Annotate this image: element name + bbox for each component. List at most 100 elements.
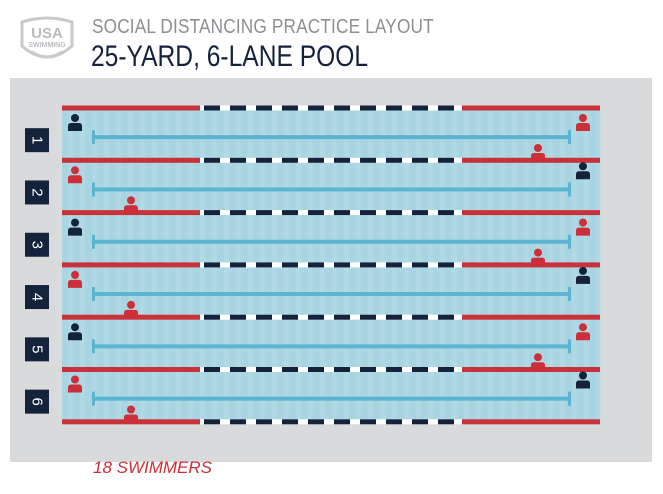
- lane-rope-red-left: [62, 367, 200, 372]
- lane-number-block: [25, 389, 49, 414]
- lane-floor-t-right: [568, 287, 571, 302]
- lane-rope-navy-segment: [386, 157, 402, 163]
- lane-rope-navy-segment: [308, 367, 324, 372]
- usa-swimming-logo: USA SWIMMING: [20, 16, 74, 59]
- lane-floor-t-left: [92, 391, 95, 406]
- lane-rope-navy-segment: [334, 314, 350, 320]
- logo-text-swimming: SWIMMING: [28, 42, 66, 49]
- lane-rope-white: [200, 105, 462, 111]
- lane-rope-navy-segment: [256, 419, 272, 425]
- lane-number-label: 2: [29, 188, 46, 196]
- lane-floor-line: [93, 135, 570, 140]
- lane-rope-navy-segment: [230, 210, 246, 216]
- swimmer-icon: [68, 114, 82, 131]
- page-title: 25-YARD, 6-LANE POOL: [91, 40, 369, 73]
- lane-rope-navy-segment: [386, 262, 402, 268]
- lane-rope-navy-segment: [360, 105, 376, 111]
- swimmer-icon: [576, 371, 590, 389]
- lane-rope-navy-segment: [204, 419, 220, 425]
- lane-floor-t-right: [568, 339, 571, 354]
- lane-rope-navy-segment: [412, 314, 428, 320]
- lane-number-block: [25, 128, 49, 153]
- lane-rope-navy-segment: [334, 262, 350, 268]
- lane-rope-navy-segment: [308, 210, 324, 216]
- lane-rope-navy-segment: [308, 419, 324, 425]
- lane-floor-t-left: [92, 182, 95, 197]
- swimmer-icon: [68, 375, 82, 393]
- swimmer-icon: [68, 218, 82, 236]
- lane-rope-navy-segment: [386, 367, 402, 372]
- layout-subtitle: SOCIAL DISTANCING PRACTICE LAYOUT: [92, 16, 434, 38]
- lane-rope-white: [200, 210, 462, 216]
- lane-rope-navy-segment: [386, 210, 402, 216]
- lane-rope-navy-segment: [282, 105, 298, 111]
- lane-rope-navy-segment: [412, 105, 428, 111]
- lane-rope-navy-segment: [386, 314, 402, 320]
- lane-number-label: 6: [29, 397, 46, 405]
- lane-rope-navy-segment: [360, 367, 376, 372]
- lane-floor-t-right: [568, 130, 571, 145]
- lane-rope-red-left: [62, 262, 200, 268]
- swimmer-icon: [531, 353, 545, 371]
- lane-floor-line: [93, 344, 570, 349]
- lane-floor-t-left: [92, 130, 95, 145]
- lane-rope-navy-segment: [386, 419, 402, 425]
- lane-rope-navy-segment: [230, 314, 246, 320]
- swimmer-icon: [576, 266, 590, 284]
- lane-number-label: 5: [29, 345, 46, 353]
- lane-floor-line: [93, 239, 570, 244]
- lane-number-block: [25, 285, 49, 310]
- lane-rope-white: [200, 157, 462, 163]
- swimmer-icon: [576, 218, 590, 236]
- lane-rope-navy-segment: [308, 105, 324, 111]
- lane-floor-t-right: [568, 182, 571, 197]
- lane-rope-white: [200, 367, 462, 372]
- lane-rope-navy-segment: [282, 314, 298, 320]
- lane-rope-navy-segment: [230, 367, 246, 372]
- lane-rope-navy-segment: [412, 367, 428, 372]
- logo-text-usa: USA: [31, 25, 63, 42]
- lane-rope-navy-segment: [438, 419, 454, 425]
- lane-rope-navy-segment: [204, 210, 220, 216]
- swimmer-icon: [124, 300, 138, 318]
- lane-rope-navy-segment: [334, 367, 350, 372]
- lane-rope-navy-segment: [256, 157, 272, 163]
- lane-rope-navy-segment: [438, 105, 454, 111]
- lane-rope-white: [200, 262, 462, 268]
- lane-number-block: [25, 232, 49, 257]
- lane-rope-navy-segment: [256, 105, 272, 111]
- swimmer-icon: [531, 144, 545, 161]
- lane-rope-red-left: [62, 105, 200, 111]
- lane-rope-navy-segment: [230, 105, 246, 111]
- lane-rope-navy-segment: [204, 157, 220, 163]
- lane-rope-navy-segment: [412, 157, 428, 163]
- lane-rope-white: [200, 419, 462, 425]
- swimmer-icon: [576, 114, 590, 131]
- lane-rope-red-right: [462, 105, 600, 111]
- lane-rope-red-left: [62, 157, 200, 163]
- swimmer-icon: [531, 248, 545, 266]
- lane-rope-navy-segment: [360, 262, 376, 268]
- lane-rope-navy-segment: [412, 419, 428, 425]
- lane-rope-navy-segment: [438, 314, 454, 320]
- swimmer-icon: [68, 166, 82, 184]
- lane-number-block: [25, 180, 49, 205]
- lane-rope-navy-segment: [256, 314, 272, 320]
- lane-rope-navy-segment: [282, 262, 298, 268]
- swimmer-icon: [124, 196, 138, 214]
- lane-rope-navy-segment: [204, 105, 220, 111]
- lane-rope-navy-segment: [438, 262, 454, 268]
- lane-rope-navy-segment: [412, 210, 428, 216]
- lane-rope-navy-segment: [282, 157, 298, 163]
- lane-rope-navy-segment: [256, 367, 272, 372]
- lane-rope-navy-segment: [360, 157, 376, 163]
- swimmer-icon: [576, 162, 590, 180]
- lane-rope-navy-segment: [438, 157, 454, 163]
- lane-floor-t-left: [92, 234, 95, 249]
- lane-rope-navy-segment: [282, 419, 298, 425]
- lane-rope-navy-segment: [360, 210, 376, 216]
- lane-rope-red-right: [462, 210, 600, 216]
- lane-rope-navy-segment: [360, 419, 376, 425]
- lane-rope-navy-segment: [204, 367, 220, 372]
